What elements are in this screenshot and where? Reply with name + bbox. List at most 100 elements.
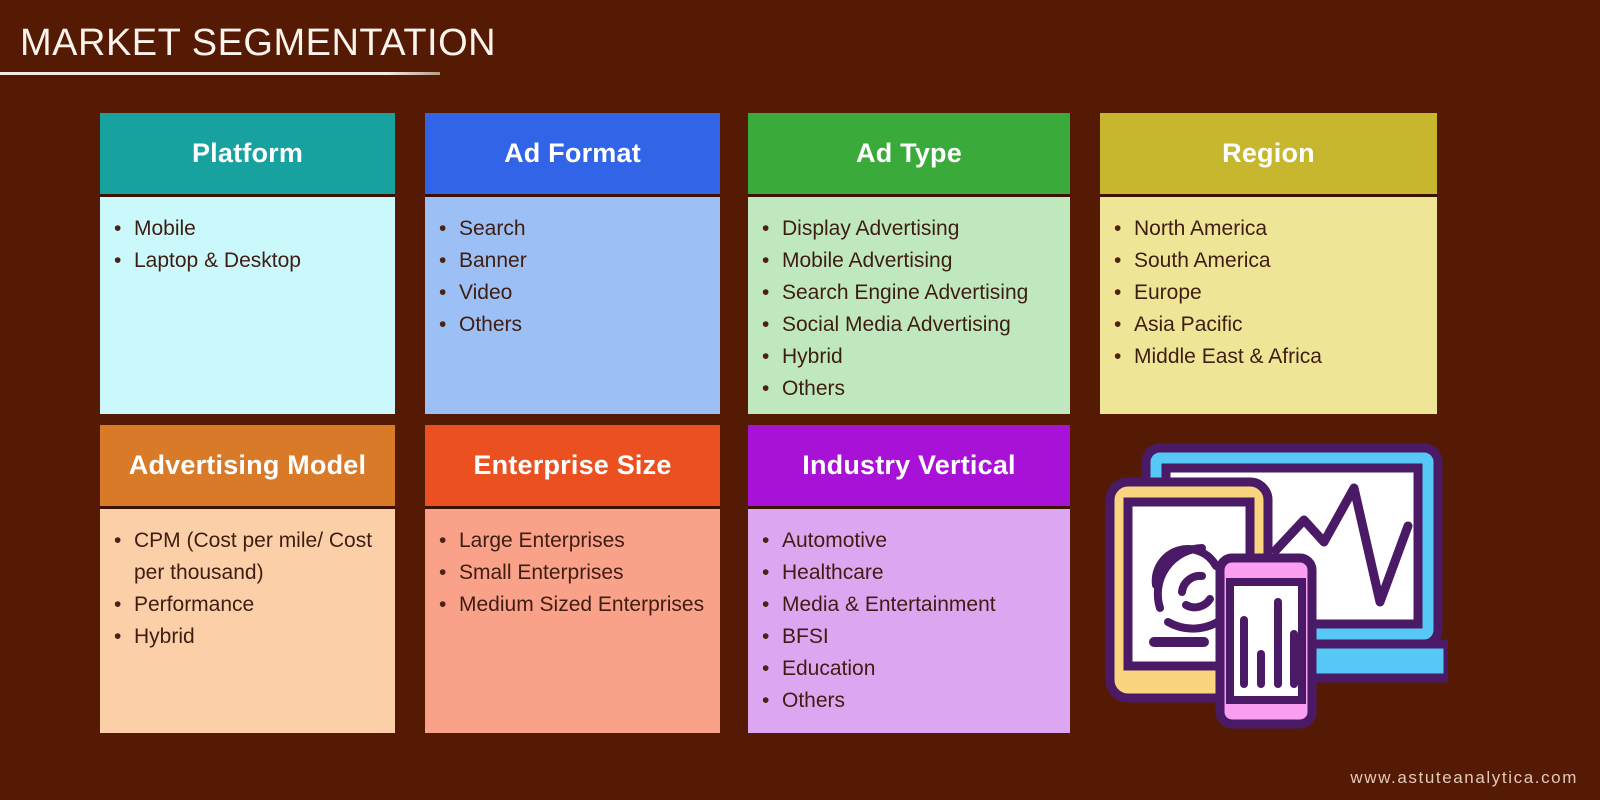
list-item-label: Media & Entertainment [782,593,996,616]
list-item[interactable]: • Large Enterprises [439,525,714,557]
list-item[interactable]: • Search [439,213,714,245]
footer-website-url[interactable]: www.astuteanalytica.com [1350,768,1578,787]
card-body-platform: • Mobile • Laptop & Desktop [100,197,395,414]
list-item[interactable]: • Education [762,653,1064,685]
segment-card-platform: Platform • Mobile • Laptop & Desktop [100,113,395,414]
bullet-dot-icon: • [439,249,447,272]
list-item-label: Mobile Advertising [782,249,953,272]
bullet-dot-icon: • [762,345,770,368]
page-title: MARKET SEGMENTATION [20,22,497,64]
list-item-label: Social Media Advertising [782,313,1011,336]
list-item-label: Education [782,657,876,680]
card-header-enterprise-size[interactable]: Enterprise Size [425,425,720,509]
list-item[interactable]: • Laptop & Desktop [114,245,389,277]
card-header-region[interactable]: Region [1100,113,1437,197]
list-item-label: Banner [459,249,527,272]
list-item[interactable]: • Others [762,373,1064,405]
list-item[interactable]: • Automotive [762,525,1064,557]
bullet-dot-icon: • [762,529,770,552]
list-item-label: Laptop & Desktop [134,249,301,272]
list-item-label: Middle East & Africa [1134,345,1322,368]
list-item[interactable]: • Mobile Advertising [762,245,1064,277]
list-item-label: Others [459,313,523,336]
list-item[interactable]: •Hybrid [114,621,389,653]
bullet-dot-icon: • [114,529,122,552]
bullet-dot-icon: • [439,217,447,240]
bullet-dot-icon: • [439,561,447,584]
list-item[interactable]: • CPM (Cost per mile/ Cost per thousand) [114,525,389,589]
list-item-label: North America [1134,217,1268,240]
list-item[interactable]: • Banner [439,245,714,277]
card-body-enterprise-size: • Large Enterprises • Small Enterprises •Med… [425,509,720,733]
bullet-dot-icon: • [1114,345,1122,368]
list-item[interactable]: •North America [1114,213,1431,245]
list-item-label: Others [782,377,846,400]
list-item[interactable]: •Social Media Advertising [762,309,1064,341]
list-item[interactable]: •Healthcare [762,557,1064,589]
segment-card-industry-vertical: Industry Vertical•Automotive•Healthcare•… [748,425,1070,733]
bullet-dot-icon: • [1114,249,1122,272]
list-item[interactable]: • Video [439,277,714,309]
bullet-dot-icon: • [762,657,770,680]
list-item-label: Search [459,217,526,240]
bullet-dot-icon: • [439,529,447,552]
list-item-label: Hybrid [782,345,843,368]
list-item[interactable]: •Medium Sized Enterprises [439,589,714,621]
segment-card-ad-format: Ad Format • Search • Banner • Video • Others [425,113,720,414]
segment-list-ad-format: • Search • Banner • Video • Others [439,213,714,341]
list-item[interactable]: • Small Enterprises [439,557,714,589]
bullet-dot-icon: • [762,625,770,648]
list-item-label: Mobile [134,217,196,240]
smartphone-icon [1215,553,1317,729]
bullet-dot-icon: • [114,593,122,616]
list-item-label: Medium Sized Enterprises [459,593,705,616]
list-item[interactable]: •Europe [1114,277,1431,309]
list-item-label: Asia Pacific [1134,313,1243,336]
title-underline [0,71,440,75]
list-item[interactable]: • Asia Pacific [1114,309,1431,341]
card-header-platform[interactable]: Platform [100,113,395,197]
list-item[interactable]: • Middle East & Africa [1114,341,1431,373]
list-item-label: Search Engine Advertising [782,281,1029,304]
list-item[interactable]: •Others [762,685,1064,717]
list-item[interactable]: •Display Advertising [762,213,1064,245]
list-item-label: Automotive [782,529,888,552]
list-item[interactable]: • Mobile [114,213,389,245]
list-item-label: Small Enterprises [459,561,624,584]
bullet-dot-icon: • [1114,313,1122,336]
segment-card-region: Region•North America•South America•Europ… [1100,113,1437,414]
list-item-label: Hybrid [134,625,195,648]
segment-list-region: •North America•South America•Europe•Asia… [1114,213,1431,373]
bullet-dot-icon: • [762,561,770,584]
card-header-advertising-model[interactable]: Advertising Model [100,425,395,509]
bullet-dot-icon: • [114,249,122,272]
card-body-ad-type: •Display Advertising•Mobile Advertising•… [748,197,1070,414]
card-header-ad-format[interactable]: Ad Format [425,113,720,197]
list-item[interactable]: • Hybrid [762,341,1064,373]
list-item[interactable]: •BFSI [762,621,1064,653]
list-item[interactable]: • Performance [114,589,389,621]
list-item-label: Video [459,281,513,304]
list-item-label: Display Advertising [782,217,960,240]
bullet-dot-icon: • [762,377,770,400]
bullet-dot-icon: • [439,313,447,336]
segment-card-ad-type: Ad Type•Display Advertising•Mobile Adver… [748,113,1070,414]
list-item-label: CPM (Cost per mile/ Cost per thousand) [134,529,373,584]
list-item[interactable]: •Media & Entertainment [762,589,1064,621]
list-item-label: Performance [134,593,255,616]
segment-list-industry-vertical: •Automotive•Healthcare•Media & Entertain… [762,525,1064,717]
bullet-dot-icon: • [439,281,447,304]
list-item-label: Large Enterprises [459,529,625,552]
list-item[interactable]: •Search Engine Advertising [762,277,1064,309]
card-body-ad-format: • Search • Banner • Video • Others [425,197,720,414]
card-header-ad-type[interactable]: Ad Type [748,113,1070,197]
bullet-dot-icon: • [114,217,122,240]
list-item[interactable]: • Others [439,309,714,341]
bullet-dot-icon: • [762,249,770,272]
list-item[interactable]: • South America [1114,245,1431,277]
list-item-label: South America [1134,249,1271,272]
card-header-industry-vertical[interactable]: Industry Vertical [748,425,1070,509]
segment-list-ad-type: •Display Advertising•Mobile Advertising•… [762,213,1064,405]
line-chart-path [1271,483,1413,607]
card-body-advertising-model: •CPM (Cost per mile/ Cost per thousand)•… [100,509,395,733]
